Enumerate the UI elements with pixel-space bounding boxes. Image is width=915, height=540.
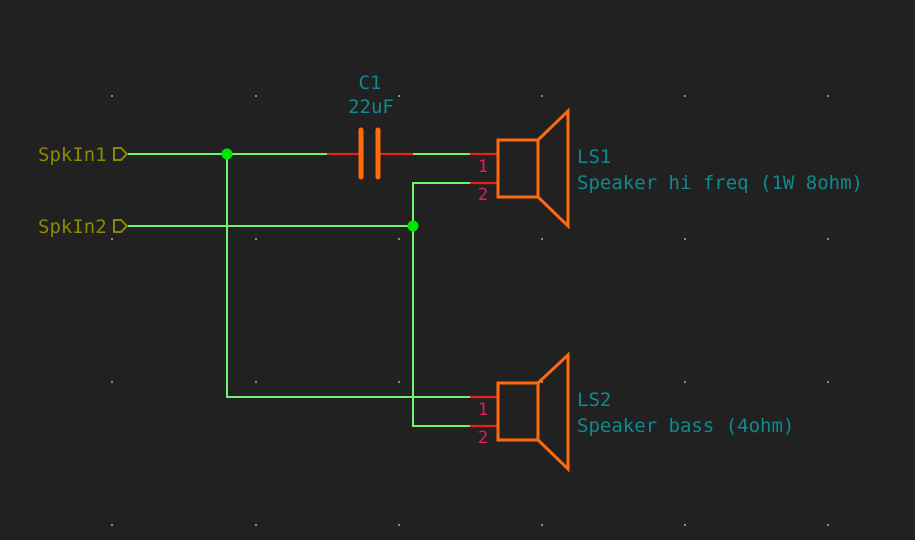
wire-spkin2-ls2[interactable] — [412, 226, 470, 427]
grid-point — [111, 95, 113, 97]
speaker-cone-icon — [536, 351, 570, 473]
grid-point — [111, 524, 113, 526]
grid-point — [255, 381, 257, 383]
grid-point — [398, 238, 400, 240]
input-port-icon — [113, 147, 129, 161]
wires — [128, 153, 470, 427]
grid-point — [684, 238, 686, 240]
ls2-pin-number: 1 — [478, 400, 488, 420]
grid-point — [827, 381, 829, 383]
grid-point — [398, 381, 400, 383]
c1-reference: C1 — [359, 72, 382, 94]
ls2-pin-number: 2 — [478, 428, 488, 448]
component-ls1[interactable]: 1 2 LS1 Speaker hi freq (1W 8ohm) — [470, 107, 863, 230]
grid-point — [684, 524, 686, 526]
component-ls2[interactable]: 1 2 LS2 Speaker bass (4ohm) — [470, 351, 794, 473]
ls1-value: Speaker hi freq (1W 8ohm) — [577, 172, 863, 194]
grid-point — [255, 95, 257, 97]
input-port-icon — [113, 219, 129, 233]
ls1-pin-number: 2 — [478, 185, 488, 205]
ls1-pin-number: 1 — [478, 157, 488, 177]
grid-point — [827, 95, 829, 97]
global-label-text: SpkIn1 — [38, 144, 107, 166]
grid-point — [541, 524, 543, 526]
ls2-reference: LS2 — [577, 389, 611, 411]
grid-point — [684, 381, 686, 383]
grid-point — [111, 381, 113, 383]
grid — [111, 95, 829, 526]
ls2-value: Speaker bass (4ohm) — [577, 415, 794, 437]
component-c1[interactable]: C1 22uF — [327, 72, 413, 180]
speaker-magnet-icon — [496, 381, 540, 442]
global-label-text: SpkIn2 — [38, 216, 107, 238]
junction-dot — [221, 148, 233, 160]
grid-point — [398, 95, 400, 97]
grid-point — [827, 238, 829, 240]
wire-spkin2-ls1[interactable] — [412, 182, 470, 226]
speaker-magnet-icon — [496, 138, 540, 199]
grid-point — [541, 95, 543, 97]
global-label-spkin1[interactable]: SpkIn1 — [38, 144, 129, 166]
global-label-spkin2[interactable]: SpkIn2 — [38, 216, 129, 238]
grid-point — [827, 524, 829, 526]
c1-value: 22uF — [348, 96, 394, 118]
grid-point — [398, 524, 400, 526]
grid-point — [255, 238, 257, 240]
grid-point — [541, 381, 543, 383]
junction-dot — [407, 220, 419, 232]
grid-point — [541, 238, 543, 240]
grid-point — [255, 524, 257, 526]
wire-spkin1-ls2[interactable] — [226, 154, 470, 398]
speaker-cone-icon — [536, 107, 570, 230]
grid-point — [684, 95, 686, 97]
ls1-reference: LS1 — [577, 146, 611, 168]
grid-point — [111, 238, 113, 240]
